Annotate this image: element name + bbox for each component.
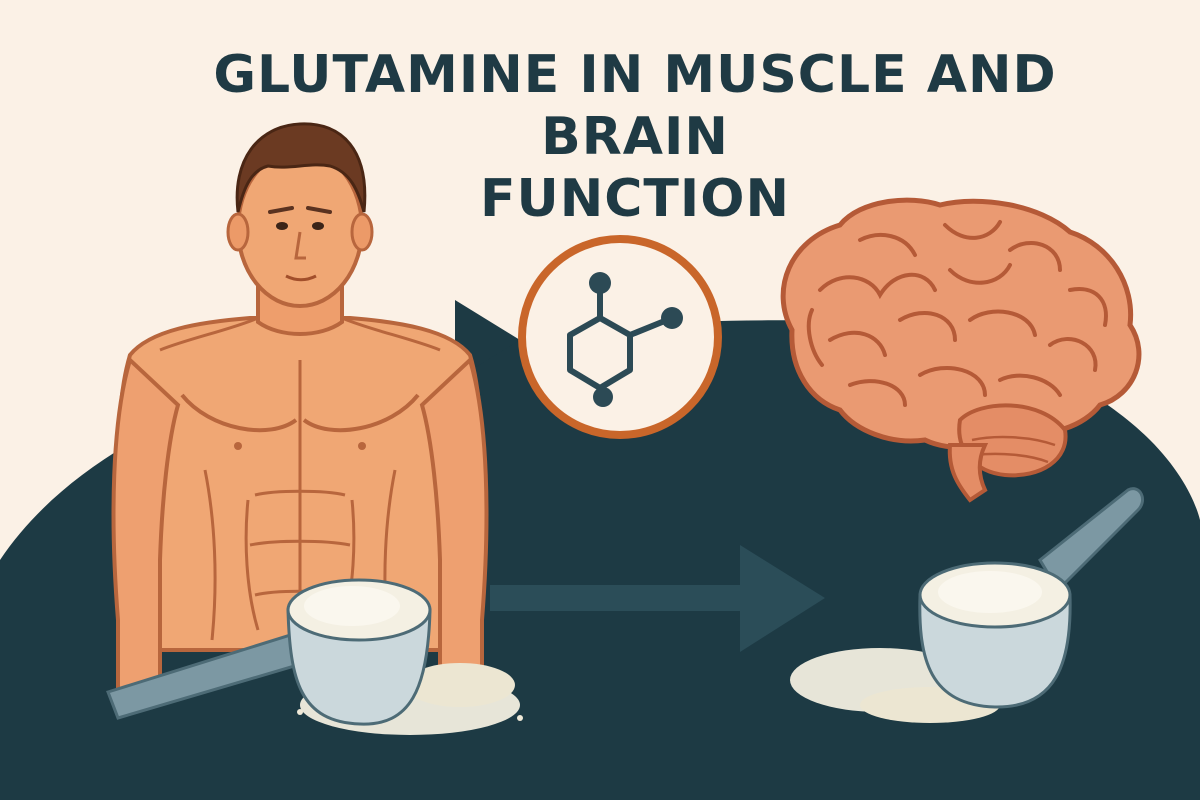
brain-illustration	[780, 197, 1142, 503]
muscular-man-illustration	[111, 122, 489, 692]
right-arrow-icon	[490, 545, 825, 652]
glutamine-molecule-icon	[518, 235, 722, 439]
title-line-1: GLUTAMINE IN MUSCLE AND BRAIN	[213, 45, 1057, 167]
hair	[235, 122, 367, 213]
title-line-2: FUNCTION	[480, 169, 790, 229]
powder-scoop-icon	[790, 487, 1144, 723]
page-title: GLUTAMINE IN MUSCLE AND BRAIN FUNCTION	[120, 44, 1150, 230]
powder-scoop-icon	[106, 578, 523, 735]
